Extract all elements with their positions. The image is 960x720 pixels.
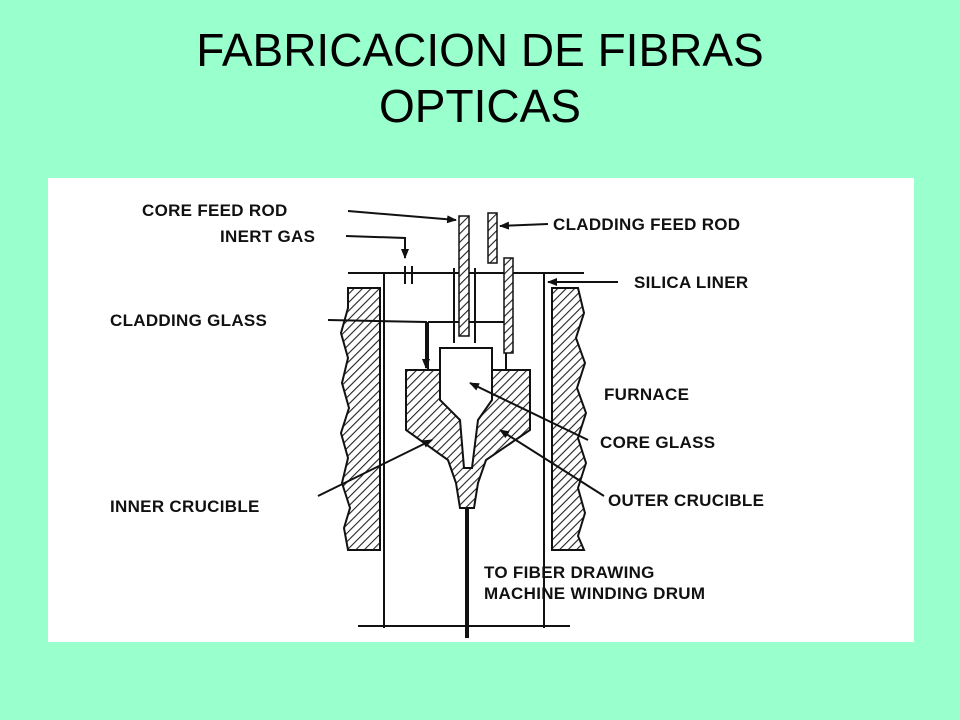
slide-title-line-2: OPTICAS xyxy=(379,80,581,132)
leader-core-glass xyxy=(469,382,589,441)
label-core-glass: CORE GLASS xyxy=(600,433,715,452)
inner-crucible xyxy=(439,347,493,469)
cladding-feed-rod xyxy=(487,212,498,264)
inert-gas-inlet xyxy=(404,266,413,284)
label-outer-crucible: OUTER CRUCIBLE xyxy=(608,491,764,510)
slide-title-line-1: FABRICACION DE FIBRAS xyxy=(196,24,764,76)
label-cladding-feed-rod: CLADDING FEED ROD xyxy=(553,215,740,234)
diagram-panel: CORE FEED ROD INERT GAS CLADDING FEED RO… xyxy=(48,178,914,642)
leader-core-feed-rod xyxy=(347,210,457,224)
label-cladding-glass: CLADDING GLASS xyxy=(110,311,267,330)
furnace-left-wall xyxy=(339,287,381,551)
leader-inert-gas xyxy=(345,235,409,259)
leader-inner-crucible xyxy=(317,439,433,497)
double-crucible-diagram: CORE FEED ROD INERT GAS CLADDING FEED RO… xyxy=(110,201,764,638)
furnace-right-wall xyxy=(551,287,588,551)
slide-title: FABRICACION DE FIBRAS OPTICAS xyxy=(0,22,960,134)
label-machine-winding-drum: MACHINE WINDING DRUM xyxy=(484,584,705,603)
label-silica-liner: SILICA LINER xyxy=(634,273,748,292)
leader-outer-crucible xyxy=(499,429,605,497)
label-core-feed-rod: CORE FEED ROD xyxy=(142,201,288,220)
label-inner-crucible: INNER CRUCIBLE xyxy=(110,497,260,516)
label-inert-gas: INERT GAS xyxy=(220,227,315,246)
leader-cladding-glass xyxy=(327,319,430,369)
core-feed-rod xyxy=(458,215,470,337)
label-furnace: FURNACE xyxy=(604,385,689,404)
leader-cladding-feed-rod xyxy=(499,221,549,230)
label-to-fiber-drawing: TO FIBER DRAWING xyxy=(484,563,655,582)
